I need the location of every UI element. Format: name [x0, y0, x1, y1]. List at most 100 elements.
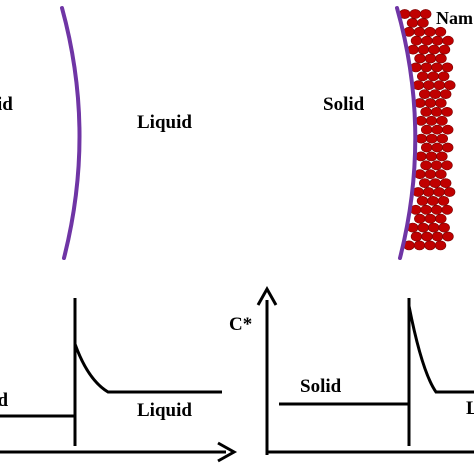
nanoparticle	[431, 231, 444, 242]
nanoparticle	[415, 115, 427, 126]
nanoparticle	[423, 80, 435, 91]
nanoparticle	[433, 187, 445, 197]
nanoparticle	[434, 26, 447, 37]
nanoparticle	[435, 169, 447, 180]
nanoparticle	[420, 62, 433, 73]
nanoparticle	[436, 151, 448, 162]
nanoparticle	[434, 240, 447, 251]
solid-label-bottom-right: Solid	[300, 376, 342, 397]
nanoparticle	[433, 80, 445, 91]
nanoparticle	[436, 115, 448, 126]
particle-label-top-right: Nam	[436, 8, 473, 28]
nanoparticle	[435, 53, 447, 64]
nanoparticle	[424, 213, 436, 224]
nanoparticle	[442, 231, 454, 242]
nanoparticle	[427, 71, 439, 82]
nanoparticle	[425, 151, 438, 162]
nanoparticle	[427, 195, 439, 206]
x-axis-arrowhead-bottom-left	[217, 441, 238, 463]
nanoparticle	[420, 107, 432, 117]
nanoparticle	[438, 222, 450, 233]
nanoparticle	[406, 17, 419, 28]
nanoparticle	[435, 213, 447, 224]
nanoparticle	[420, 9, 432, 19]
nanoparticle	[431, 142, 443, 153]
nanoparticle	[415, 151, 427, 162]
nanoparticle	[421, 124, 433, 135]
panel-top-right: Solid Nam	[323, 6, 473, 260]
nanoparticle	[431, 124, 443, 135]
liquid-profile-bottom-left	[73, 343, 222, 394]
nanoparticle	[420, 160, 432, 171]
solid-label-top-right: Solid	[323, 94, 365, 115]
nanoparticle	[414, 53, 426, 64]
nanoparticle	[425, 115, 438, 126]
nanoparticle	[442, 142, 454, 153]
liquid-label-bottom-left: Liquid	[137, 400, 192, 421]
nanoparticle	[431, 62, 443, 73]
interface-curve-right	[395, 6, 418, 260]
nanoparticle	[438, 44, 451, 55]
nanoparticle	[441, 62, 454, 73]
nanoparticle	[429, 89, 441, 99]
nanoparticle	[424, 240, 436, 251]
nanoparticle	[428, 44, 440, 55]
nanoparticle	[438, 71, 450, 82]
liquid-label-bottom-right: L	[466, 398, 474, 419]
panel-bottom-left: lid Liquid	[0, 298, 238, 463]
nanoparticle	[421, 142, 433, 153]
nanoparticle	[419, 89, 431, 99]
nanoparticle	[417, 17, 429, 28]
nanoparticle	[414, 213, 426, 224]
nanoparticle	[410, 231, 423, 242]
nanoparticle	[442, 35, 454, 46]
liquid-label-top-left: Liquid	[137, 112, 192, 133]
solid-label-top-left: id	[0, 94, 13, 115]
nanoparticle	[424, 53, 437, 64]
nanoparticle	[417, 71, 429, 82]
nanoparticle-layer	[399, 9, 456, 251]
nanoparticle	[421, 35, 433, 46]
nanoparticle	[415, 133, 427, 144]
nanoparticle	[430, 160, 443, 171]
nanoparticle	[436, 133, 448, 144]
nanoparticle	[440, 178, 452, 188]
solid-label-bottom-left: lid	[0, 390, 9, 411]
nanoparticle	[421, 231, 433, 242]
nanoparticle	[420, 204, 432, 215]
nanoparticle	[413, 26, 426, 37]
nanoparticle	[416, 195, 429, 206]
nanoparticle	[424, 98, 437, 108]
interface-curve-left	[60, 6, 82, 260]
nanoparticle	[443, 187, 456, 197]
panel-bottom-right: C* Solid L	[229, 285, 474, 455]
nanoparticle	[424, 26, 436, 37]
nanoparticle	[410, 35, 423, 46]
y-axis-arrowhead-bottom-right	[256, 285, 278, 306]
nanoparticle	[426, 133, 438, 144]
nanoparticle	[440, 89, 452, 99]
axis-label-c-star: C*	[229, 314, 252, 335]
nanoparticle	[431, 204, 443, 215]
nanoparticle	[431, 35, 444, 46]
nanoparticle	[442, 124, 454, 135]
nanoparticle	[417, 222, 429, 233]
nanoparticle	[428, 222, 440, 233]
panel-top-left: id Liquid	[0, 6, 192, 260]
nanoparticle	[424, 169, 437, 180]
nanoparticle	[429, 178, 441, 188]
nanoparticle	[430, 107, 443, 117]
nanoparticle	[417, 44, 430, 55]
liquid-profile-bottom-right	[407, 305, 474, 394]
nanoparticle	[441, 107, 453, 117]
nanoparticle	[422, 187, 435, 197]
nanoparticle	[441, 160, 453, 171]
nanoparticle	[413, 240, 426, 251]
nanoparticle	[444, 80, 456, 91]
nanoparticle	[419, 178, 431, 188]
nanoparticle	[441, 204, 453, 215]
nanoparticle	[435, 98, 447, 108]
nanoparticle	[437, 195, 450, 206]
nanoparticle	[409, 9, 421, 19]
